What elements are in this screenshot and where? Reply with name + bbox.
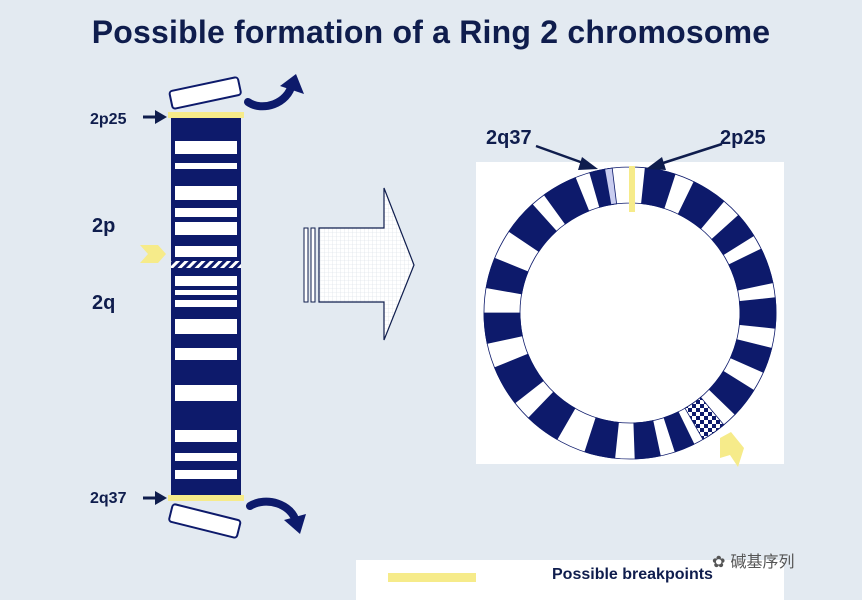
centromere-pointer-icon [140,245,166,263]
page-title: Possible formation of a Ring 2 chromosom… [91,14,771,50]
ring-band [528,391,576,440]
label-2p: 2p [92,215,115,237]
label-2q37-ring: 2q37 [486,127,532,149]
label-2q: 2q [92,292,115,314]
bottom-rotate-arrow-icon [246,497,306,534]
legend-label: Possible breakpoints [552,566,713,583]
legend: Possible breakpoints [356,560,784,600]
q37-pointer-arrow-icon [143,491,167,505]
ring-band [485,257,529,295]
q37-ring-arrow-icon [535,144,598,170]
ring-centromere-pointer-icon [720,432,744,467]
ring-band [738,297,777,329]
label-2q37-left: 2q37 [90,490,127,507]
watermark: ✿ 碱基序列 [712,548,795,572]
q-arm-bands [175,276,237,479]
ring-band [483,312,523,344]
ring-centromere [684,396,725,440]
top-fragment [168,76,242,110]
centromere [171,261,241,268]
transform-arrow-icon [303,187,415,341]
ring-band [663,411,695,453]
p25-pointer-arrow-icon [143,110,167,124]
wechat-icon: ✿ [712,552,726,571]
ring-band [677,181,725,230]
label-2p25-left: 2p25 [90,111,127,128]
ring-band [508,203,557,253]
ring-band [633,420,661,460]
ring-band [494,353,544,404]
label-2p25-ring: 2p25 [720,127,766,149]
legend-swatch [388,573,476,582]
ring-band [711,214,755,256]
p-arm-bands [175,141,237,257]
linear-chromosome [140,76,244,539]
ring-tip-band [604,167,618,206]
ring-band [543,177,590,225]
ring-band [708,370,755,415]
top-rotate-arrow-icon [244,74,304,111]
ring-band [728,248,774,291]
bottom-fragment [168,503,242,539]
breakpoint-p25 [168,112,244,118]
ring-chromosome [483,166,777,460]
watermark-text: 碱基序列 [730,552,795,571]
breakpoint-q37 [168,495,244,501]
p25-ring-arrow-icon [646,142,723,170]
ring-band [584,417,619,459]
ring-band [729,339,773,373]
ring-breakpoint [629,166,635,212]
